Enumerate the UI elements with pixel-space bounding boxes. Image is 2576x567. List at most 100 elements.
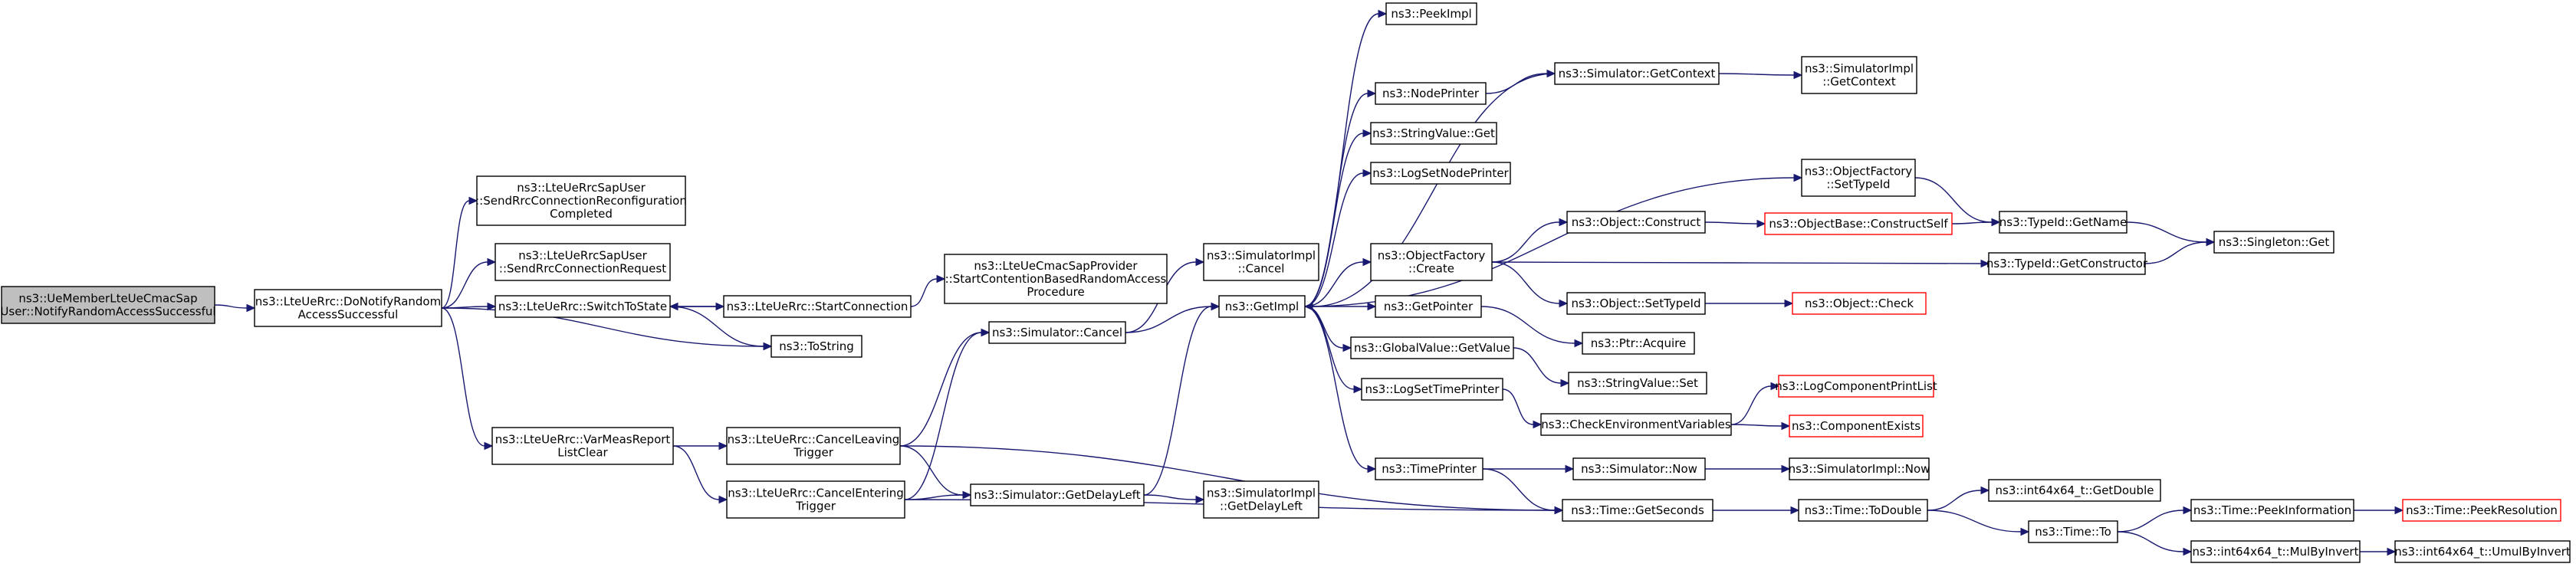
edge-typegetctor-to-singleton	[2144, 241, 2207, 264]
node-simimplctx[interactable]: ns3::SimulatorImpl::GetContext	[1801, 56, 1917, 94]
node-simimpldelay[interactable]: ns3::SimulatorImpl::GetDelayLeft	[1203, 480, 1319, 519]
node-label: ns3::Simulator::Cancel	[992, 326, 1122, 339]
node-timegetsec[interactable]: ns3::Time::GetSeconds	[1562, 499, 1714, 522]
node-startconn[interactable]: ns3::LteUeRrc::StartConnection	[723, 295, 912, 318]
edge-arrowhead	[1211, 302, 1221, 311]
node-umulbyinvert[interactable]: ns3::int64x64_t::UmulByInvert	[2394, 540, 2571, 563]
node-typegetname[interactable]: ns3::TypeId::GetName	[1999, 211, 2128, 234]
edge-cancelleave-to-timegetsec	[899, 445, 1556, 511]
edges-layer	[214, 9, 2404, 556]
node-label: Trigger	[793, 446, 834, 460]
node-logcompprint[interactable]: ns3::LogComponentPrintList	[1775, 375, 1937, 398]
node-label: ns3::Object::SetTypeId	[1572, 297, 1701, 310]
node-ptracquire[interactable]: ns3::Ptr::Acquire	[1582, 332, 1695, 355]
node-root[interactable]: ns3::UeMemberLteUeCmacSapUser::NotifyRan…	[0, 286, 216, 324]
node-peekimpl[interactable]: ns3::PeekImpl	[1385, 2, 1477, 25]
edge-arrowhead	[1303, 302, 1313, 311]
node-label: ns3::SimulatorImpl	[1207, 487, 1316, 500]
node-label: AccessSuccessful	[298, 308, 399, 322]
edge-globalget-to-stringset	[1513, 347, 1562, 384]
edge-arrowhead	[1790, 506, 1800, 515]
node-simimplcancel[interactable]: ns3::SimulatorImpl::Cancel	[1203, 243, 1319, 281]
node-simdelay[interactable]: ns3::Simulator::GetDelayLeft	[970, 483, 1145, 506]
node-box	[726, 427, 901, 465]
node-label: ::Create	[1408, 262, 1454, 276]
edge-typegetname-to-singleton	[2126, 221, 2207, 243]
node-label: ::GetDelayLeft	[1220, 500, 1303, 513]
node-compexists[interactable]: ns3::ComponentExists	[1789, 415, 1924, 438]
node-simcancel[interactable]: ns3::Simulator::Cancel	[988, 321, 1126, 344]
node-simimplnow[interactable]: ns3::SimulatorImpl::Now	[1789, 457, 1930, 480]
edge-arrowhead	[669, 302, 678, 311]
node-objsettype[interactable]: ns3::Object::SetTypeId	[1566, 292, 1706, 315]
node-startcbra[interactable]: ns3::LteUeCmacSapProvider::StartContenti…	[944, 254, 1168, 304]
node-timeprinter[interactable]: ns3::TimePrinter	[1375, 457, 1484, 480]
node-label: ns3::int64x64_t::GetDouble	[1996, 483, 2154, 498]
node-timeto[interactable]: ns3::Time::To	[2028, 520, 2118, 543]
edge-objfactsettype-to-typegetname	[1914, 177, 1993, 223]
node-simnow[interactable]: ns3::Simulator::Now	[1572, 457, 1706, 480]
node-getpointer[interactable]: ns3::GetPointer	[1375, 295, 1482, 318]
node-box	[1218, 295, 1306, 318]
node-box	[944, 254, 1168, 304]
node-box	[1540, 413, 1732, 436]
node-sendreq[interactable]: ns3::LteUeRrcSapUser::SendRrcConnectionR…	[495, 243, 671, 281]
edge-arrowhead	[1362, 257, 1372, 267]
node-objfactsettype[interactable]: ns3::ObjectFactory::SetTypeId	[1801, 159, 1916, 197]
edge-cancelleave-to-simdelay	[899, 445, 964, 496]
node-label: Trigger	[795, 500, 836, 513]
node-timetodouble[interactable]: ns3::Time::ToDouble	[1798, 499, 1928, 522]
node-stringget[interactable]: ns3::StringValue::Get	[1370, 122, 1497, 145]
node-globalget[interactable]: ns3::GlobalValue::GetValue	[1350, 336, 1514, 359]
node-mulbyinvert[interactable]: ns3::int64x64_t::MulByInvert	[2190, 540, 2361, 563]
node-sendrcr[interactable]: ns3::LteUeRrcSapUser::SendRrcConnectionR…	[475, 175, 687, 226]
node-constructself[interactable]: ns3::ObjectBase::ConstructSelf	[1764, 212, 1953, 235]
node-label: ns3::Simulator::GetContext	[1559, 67, 1716, 80]
edge-arrowhead	[1784, 299, 1794, 308]
edge-arrowhead	[1362, 169, 1372, 178]
node-objconstruct[interactable]: ns3::Object::Construct	[1566, 211, 1706, 234]
node-box	[1203, 243, 1319, 281]
edge-constructself-to-typegetname	[1951, 221, 1993, 225]
node-tostring[interactable]: ns3::ToString	[770, 335, 863, 358]
node-box	[491, 427, 674, 465]
node-nodeprinter[interactable]: ns3::NodePrinter	[1375, 82, 1487, 105]
edge-getimpl-to-objfactsettype	[1304, 177, 1795, 307]
node-label: Procedure	[1027, 285, 1084, 299]
edge-arrowhead	[2183, 547, 2193, 556]
node-box	[726, 480, 905, 519]
edge-arrowhead	[718, 495, 728, 504]
node-label: ns3::Simulator::GetDelayLeft	[974, 488, 1140, 502]
node-stringset[interactable]: ns3::StringValue::Set	[1568, 372, 1707, 395]
node-getimpl[interactable]: ns3::GetImpl	[1218, 295, 1306, 318]
edge-simdelay-to-getimpl	[1143, 306, 1212, 496]
node-label: ns3::LteUeRrc::CancelEntering	[728, 487, 904, 500]
node-singleton[interactable]: ns3::Singleton::Get	[2213, 231, 2334, 254]
node-box	[1801, 159, 1916, 197]
node-checkenv[interactable]: ns3::CheckEnvironmentVariables	[1540, 413, 1732, 436]
edge-arrowhead	[1342, 343, 1352, 352]
node-typegetctor[interactable]: ns3::TypeId::GetConstructor	[1986, 252, 2148, 275]
edge-getimpl-to-stringget	[1304, 133, 1364, 307]
node-box	[1385, 2, 1477, 25]
node-label: ns3::ObjectFactory	[1805, 165, 1913, 179]
node-box	[2190, 540, 2361, 563]
node-objfactcreate[interactable]: ns3::ObjectFactory::Create	[1370, 243, 1493, 281]
node-logsettime[interactable]: ns3::LogSetTimePrinter	[1361, 378, 1503, 401]
node-timepeekres[interactable]: ns3::Time::PeekResolution	[2402, 499, 2561, 522]
node-int64getdouble[interactable]: ns3::int64x64_t::GetDouble	[1988, 479, 2161, 502]
node-simgetctx[interactable]: ns3::Simulator::GetContext	[1554, 62, 1720, 85]
node-label: ::SetTypeId	[1826, 178, 1890, 192]
edge-switch-to-tostring	[669, 306, 764, 347]
node-logsetnode[interactable]: ns3::LogSetNodePrinter	[1370, 162, 1511, 185]
node-objcheck[interactable]: ns3::Object::Check	[1792, 292, 1927, 315]
edge-arrowhead	[936, 274, 946, 284]
node-donot[interactable]: ns3::LteUeRrc::DoNotifyRandomAccessSucce…	[254, 289, 442, 327]
node-switch[interactable]: ns3::LteUeRrc::SwitchToState	[495, 295, 671, 318]
node-timepeekinfo[interactable]: ns3::Time::PeekInformation	[2190, 499, 2354, 522]
edge-arrowhead	[1980, 259, 1990, 268]
node-label: ns3::ToString	[779, 339, 854, 353]
